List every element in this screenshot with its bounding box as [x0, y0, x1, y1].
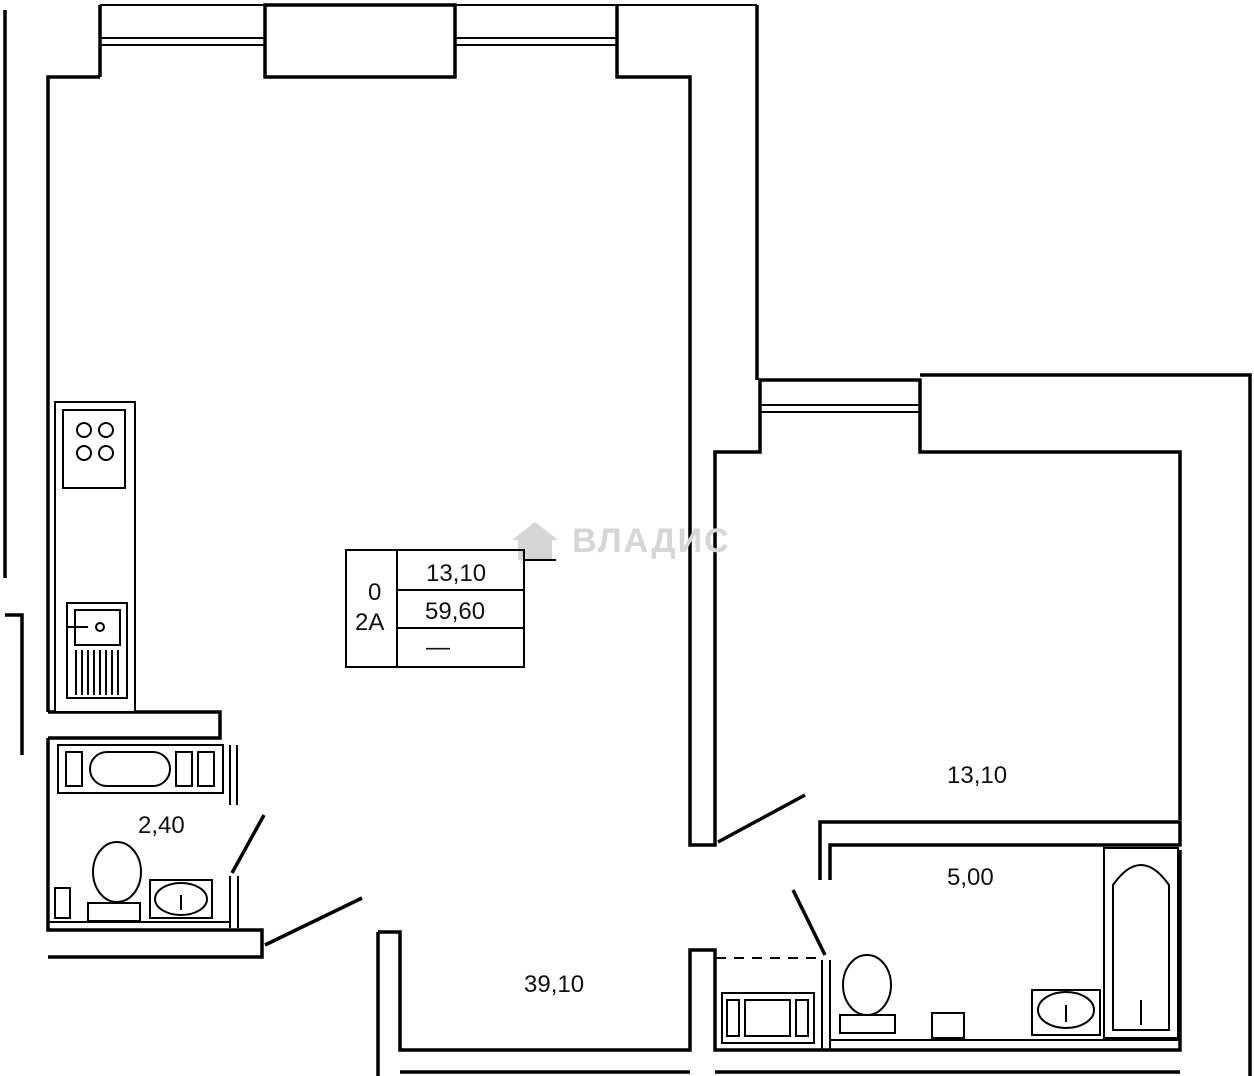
large-bathroom-fixtures	[721, 847, 1179, 1044]
room-area-bathroom-small: 2,40	[138, 812, 185, 839]
room-area-bedroom: 13,10	[947, 762, 1007, 789]
legend-living-area: 13,10	[426, 560, 486, 587]
legend-apartment-type: 2А	[355, 609, 384, 636]
room-area-kitchen-living: 39,10	[524, 971, 584, 998]
legend-superscript: 0	[368, 579, 381, 606]
small-bathroom-fixtures	[54, 744, 238, 922]
walls	[3, 3, 1252, 1076]
legend-total-area: 59,60	[425, 598, 485, 625]
legend-extra: —	[426, 634, 450, 661]
house-logo-icon	[512, 522, 558, 560]
room-labels: 13,10 39,10 2,40 5,00	[138, 762, 1007, 998]
kitchen-counter	[54, 401, 136, 713]
room-area-bathroom-large: 5,00	[947, 864, 994, 891]
apartment-legend: 0 2А 13,10 59,60 —	[345, 549, 556, 668]
watermark-text: ВЛАДИС	[572, 522, 731, 560]
sink-drain-grille	[75, 650, 119, 695]
doors	[230, 793, 827, 956]
watermark: ВЛАДИС	[512, 522, 731, 560]
